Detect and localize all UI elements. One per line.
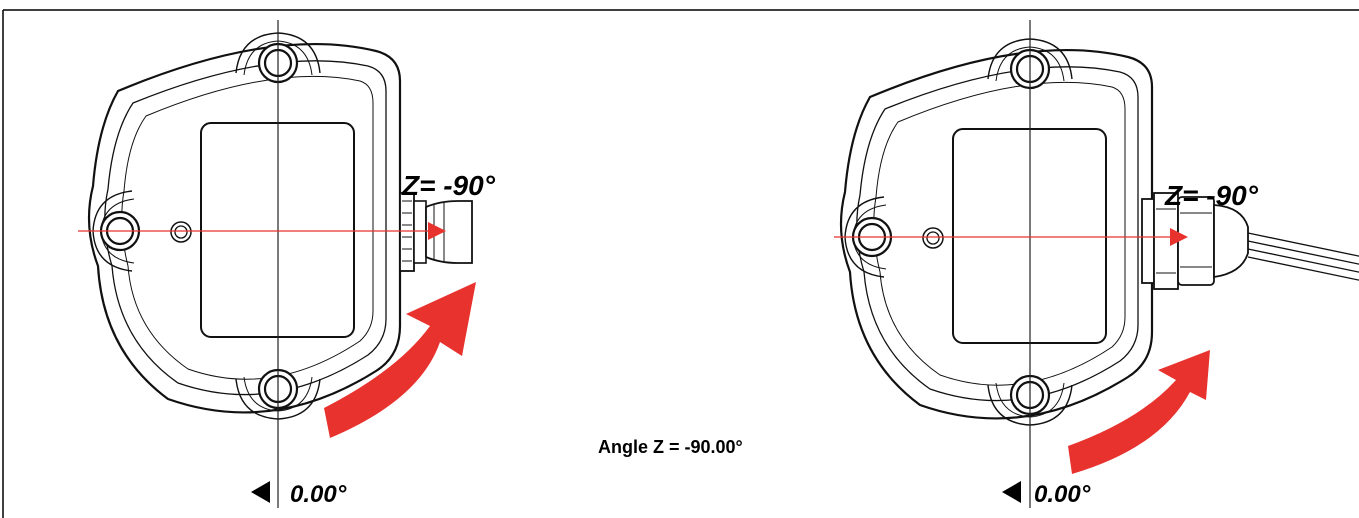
right-sensor-housing	[839, 37, 1359, 427]
right-reference-label: 0.00°	[1034, 481, 1091, 508]
right-axis-arrowhead-icon	[1170, 228, 1188, 246]
right-sensor: Z= -90° 0.00°	[834, 20, 1359, 508]
left-reference-label: 0.00°	[290, 481, 347, 508]
left-reference-triangle-icon	[251, 481, 270, 503]
right-rotation-label: Z= -90°	[1164, 180, 1259, 211]
left-rotation-label: Z= -90°	[401, 170, 496, 201]
right-reference-triangle-icon	[1002, 481, 1021, 503]
left-rotation-arrow-icon	[324, 282, 476, 438]
angle-caption: Angle Z = -90.00°	[598, 437, 743, 457]
right-rotation-arrow-icon	[1068, 350, 1210, 474]
left-sensor: Z= -90° 0.00°	[78, 20, 496, 508]
left-axis-arrowhead-icon	[428, 222, 446, 240]
